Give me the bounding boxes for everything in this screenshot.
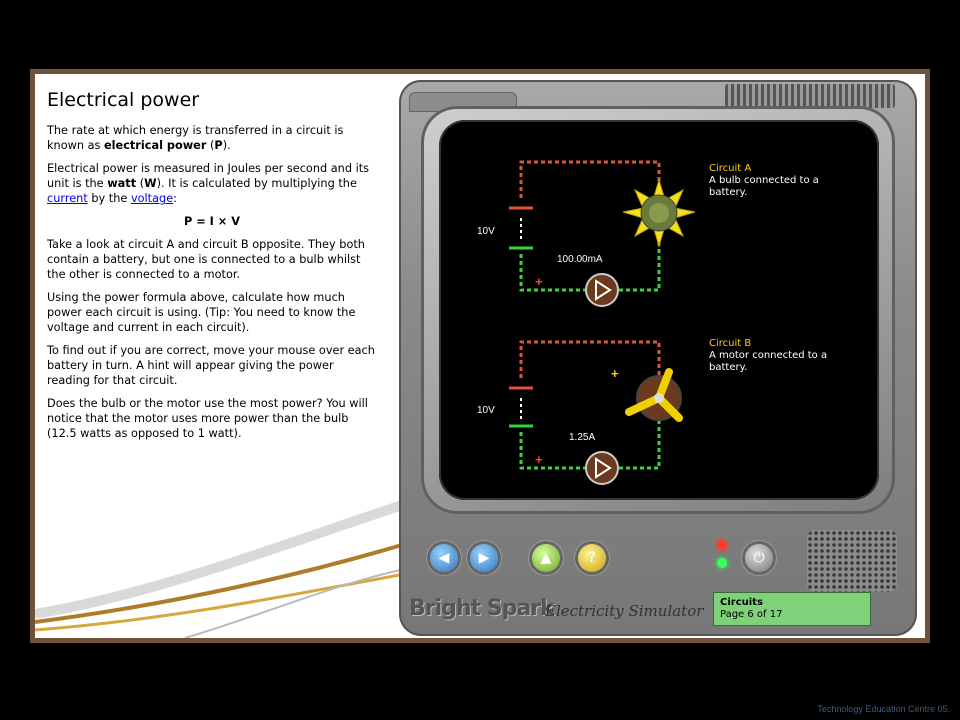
circuit-b-current: 1.25A	[569, 432, 596, 443]
green-led-icon	[717, 558, 727, 568]
circuit-a-desc: A bulb connected to a battery.	[709, 175, 819, 198]
circuit-diagram	[509, 160, 696, 485]
brand-logo: Bright Spark	[409, 596, 555, 621]
ammeter-b-icon	[585, 451, 619, 485]
circuit-a-title: Circuit A	[709, 163, 752, 174]
power-button[interactable]: ⏻	[745, 544, 773, 572]
link-current[interactable]: current	[47, 192, 88, 205]
forward-arrow-icon: ▶	[478, 550, 490, 566]
status-section: Circuits	[720, 597, 763, 608]
decorative-swoosh	[35, 499, 407, 638]
link-voltage[interactable]: voltage	[130, 192, 174, 205]
paragraph-calculate: Using the power formula above, calculate…	[47, 291, 356, 334]
simulator-device: + + + + 10V 100.00mA 10V 1.25A Circuit A…	[395, 78, 921, 636]
circuit-b	[509, 340, 683, 485]
up-arrow-icon: ▲	[540, 550, 552, 566]
circuit-b-desc: A motor connected to a battery.	[709, 350, 828, 373]
circuit-a-voltage[interactable]: 10V	[477, 226, 495, 237]
back-arrow-icon: ◀	[438, 550, 450, 566]
circuit-b-voltage[interactable]: 10V	[477, 405, 495, 416]
paragraph-unit: Electrical power is measured in Joules p…	[47, 162, 370, 205]
ammeter-a-plus: +	[611, 366, 619, 381]
red-led-icon	[717, 540, 727, 550]
power-formula: P = I × V	[184, 215, 240, 228]
circuit-a-current: 100.00mA	[557, 254, 603, 265]
speaker-grille	[807, 530, 897, 592]
forward-button[interactable]: ▶	[470, 544, 498, 572]
paragraph-circuits: Take a look at circuit A and circuit B o…	[47, 238, 365, 281]
ammeter-a-icon	[585, 273, 619, 307]
circuit-b-label: Circuit B A motor connected to a battery…	[709, 338, 829, 374]
power-icon: ⏻	[753, 550, 765, 566]
footer-credit: Technology Education Centre 05.	[817, 704, 950, 714]
status-page: Page 6 of 17	[720, 609, 783, 620]
up-button[interactable]: ▲	[532, 544, 560, 572]
battery-b-plus: +	[535, 452, 543, 467]
status-display: Circuits Page 6 of 17	[713, 592, 871, 626]
help-button[interactable]: ?	[578, 544, 606, 572]
circuit-a	[509, 160, 696, 307]
page-title: Electrical power	[47, 89, 200, 111]
lesson-text: Electrical power The rate at which energ…	[47, 88, 377, 449]
brand-subtitle: Electricity Simulator	[545, 602, 704, 620]
circuit-b-title: Circuit B	[709, 338, 752, 349]
content-area: Electrical power The rate at which energ…	[35, 74, 925, 638]
paragraph-intro: The rate at which energy is transferred …	[47, 124, 344, 152]
simulator-screen: + + + + 10V 100.00mA 10V 1.25A Circuit A…	[439, 120, 879, 500]
device-vents	[725, 84, 895, 108]
back-button[interactable]: ◀	[430, 544, 458, 572]
paragraph-hint: To find out if you are correct, move you…	[47, 344, 375, 387]
help-icon: ?	[588, 550, 596, 566]
circuit-a-label: Circuit A A bulb connected to a battery.	[709, 163, 829, 199]
battery-a-plus: +	[535, 274, 543, 289]
paragraph-conclusion: Does the bulb or the motor use the most …	[47, 397, 368, 440]
